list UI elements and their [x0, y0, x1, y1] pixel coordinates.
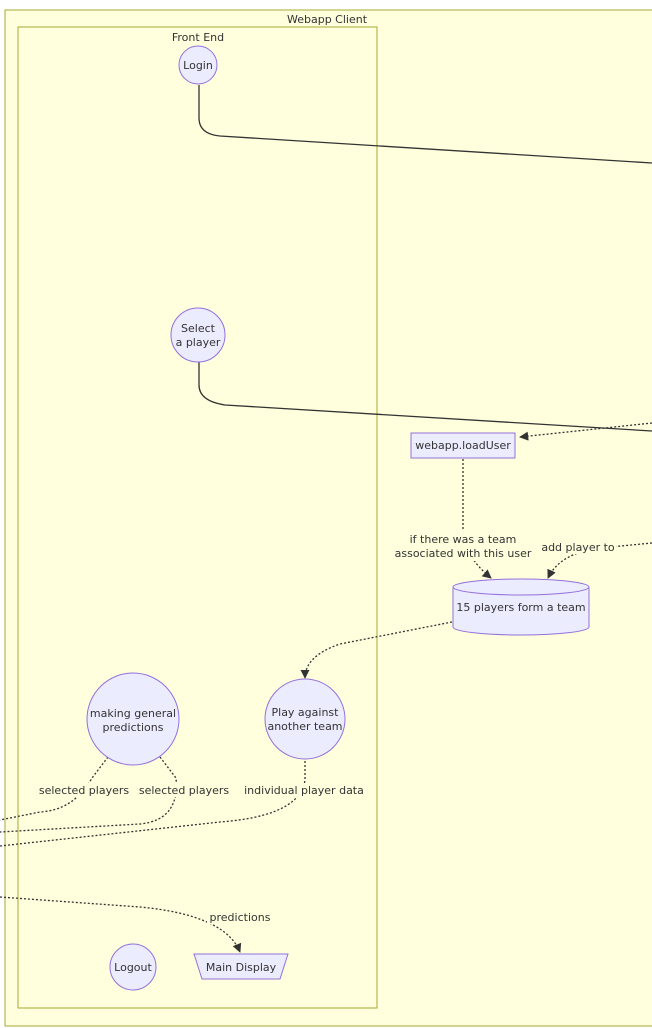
svg-text:another team: another team [267, 720, 342, 733]
svg-text:webapp.loadUser: webapp.loadUser [415, 439, 511, 452]
svg-text:predictions: predictions [103, 721, 164, 734]
edge-label-individual-player-data: individual player data [244, 783, 365, 797]
front-end-title: Front End [172, 31, 224, 44]
svg-text:if there was a team: if there was a team [410, 533, 517, 546]
edge-label-selected-players-2: selected players [139, 783, 230, 797]
edge-play-out [0, 761, 306, 847]
node-logout: Logout [109, 943, 157, 991]
svg-text:Main Display: Main Display [206, 961, 277, 974]
node-load-user: webapp.loadUser [410, 432, 516, 459]
edge-team-to-play [300, 621, 453, 679]
svg-text:selected players: selected players [39, 784, 130, 797]
edge-label-add-player: add player to [541, 540, 616, 554]
node-select-player: Select a player [170, 307, 226, 363]
edge-login-out [198, 85, 652, 164]
webapp-client-title: Webapp Client [287, 13, 368, 26]
node-play-against-team: Play against another team [264, 678, 346, 760]
svg-text:Select: Select [181, 322, 216, 335]
edge-label-predictions: predictions [207, 910, 273, 924]
node-team-database: 15 players form a team [452, 578, 590, 636]
edge-to-main-display [0, 896, 242, 953]
edge-label-selected-players-1: selected players [39, 783, 130, 797]
svg-text:predictions: predictions [210, 911, 271, 924]
edge-general-out-2 [0, 756, 177, 833]
front-end-cluster: Front End [17, 26, 378, 1009]
svg-text:individual player data: individual player data [244, 784, 364, 797]
svg-text:15 players form a team: 15 players form a team [456, 601, 585, 614]
svg-text:making general: making general [90, 707, 176, 720]
node-general-predictions: making general predictions [86, 672, 180, 766]
svg-text:add player to: add player to [541, 541, 615, 554]
svg-text:associated with this user: associated with this user [395, 547, 532, 560]
node-login: Login [178, 45, 218, 85]
svg-text:selected players: selected players [139, 784, 230, 797]
svg-text:Logout: Logout [114, 961, 152, 974]
edge-label-team-associated: if there was a team associated with this… [395, 531, 532, 561]
edge-select-player-out [198, 362, 652, 432]
svg-text:Login: Login [183, 59, 213, 72]
svg-text:Play against: Play against [272, 706, 340, 719]
node-main-display: Main Display [193, 953, 289, 980]
svg-text:a player: a player [176, 336, 221, 349]
